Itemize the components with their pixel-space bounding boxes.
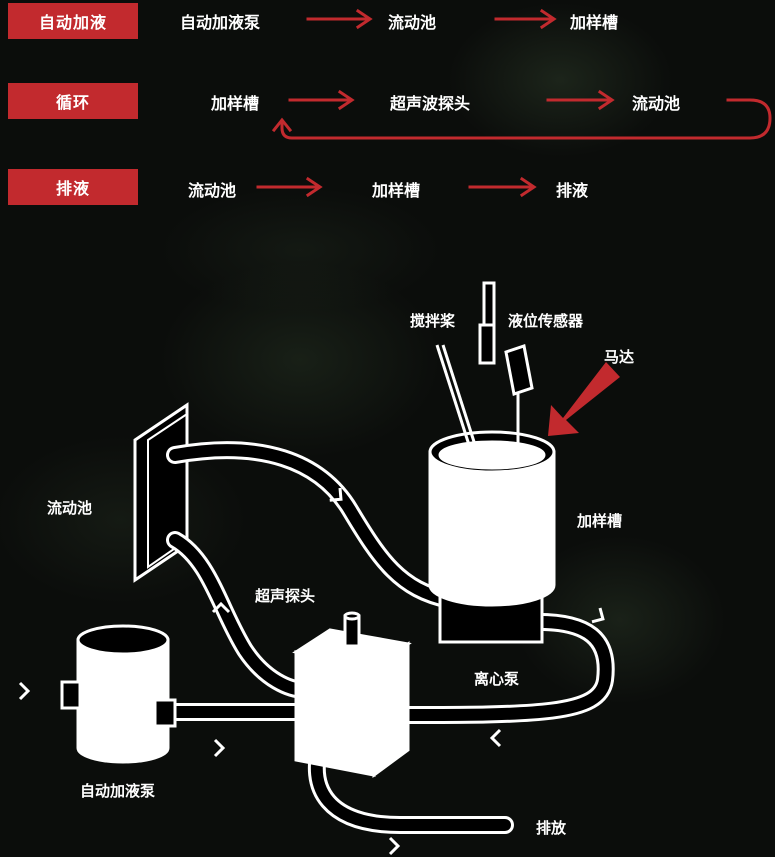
- motor-arrow: [548, 362, 620, 436]
- arrow-right-icon: [546, 89, 615, 111]
- label-motor: 马达: [604, 348, 635, 366]
- arrow-right-icon: [468, 176, 537, 198]
- drain-step-2: 加样槽: [372, 181, 421, 200]
- arrow-right-icon: [288, 89, 355, 111]
- circulate-step-3: 流动池: [632, 94, 681, 113]
- tube-pump-outlet: [381, 612, 615, 724]
- auto-fill-pump: [60, 624, 177, 764]
- label-centrifugal-pump: 离心泵: [474, 670, 520, 688]
- label-level-sensor: 液位传感器: [508, 312, 584, 330]
- process-arrows: [256, 8, 772, 198]
- label-drain: 排放: [536, 819, 567, 837]
- loop-return-arrow: [271, 98, 772, 140]
- fill-step-3: 加样槽: [570, 13, 619, 32]
- arrow-right-icon: [306, 8, 373, 30]
- tag-circulate: 循环: [8, 83, 138, 119]
- arrow-right-icon: [256, 176, 323, 198]
- label-auto-fill-pump: 自动加液泵: [80, 782, 156, 800]
- level-sensor: [478, 281, 534, 450]
- drain-step-1: 流动池: [188, 181, 237, 200]
- circulate-step-1: 加样槽: [211, 94, 260, 113]
- centrifugal-pump: [292, 611, 412, 778]
- label-stirrer: 搅拌桨: [410, 312, 456, 330]
- label-ultrasonic-probe: 超声探头: [255, 587, 316, 605]
- stirrer: [435, 344, 478, 449]
- sample-tank: [428, 430, 556, 644]
- tube-flowcell-to-tank: [166, 441, 459, 609]
- label-sample-tank: 加样槽: [577, 512, 623, 530]
- circulate-step-2: 超声波探头: [390, 94, 471, 113]
- arrow-right-icon: [494, 8, 557, 30]
- drain-step-3: 排液: [556, 181, 589, 200]
- fill-step-2: 流动池: [388, 13, 437, 32]
- tag-auto-fill: 自动加液: [8, 3, 138, 39]
- tube-probe-to-flowcell: [166, 531, 314, 699]
- tag-drain: 排液: [8, 169, 138, 205]
- fill-step-1: 自动加液泵: [180, 13, 261, 32]
- label-flow-cell: 流动池: [47, 499, 93, 517]
